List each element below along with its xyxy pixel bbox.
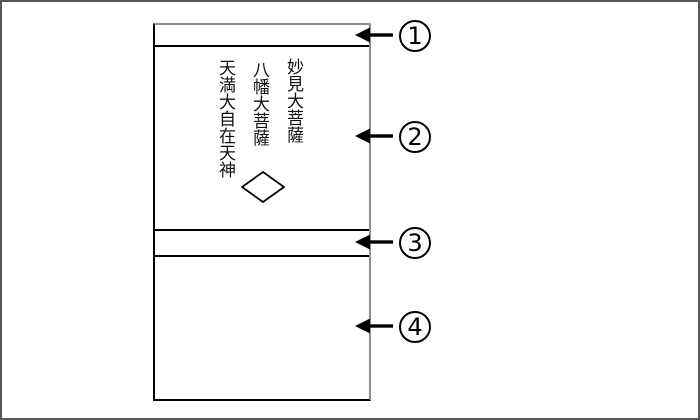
left-arrow-icon (355, 128, 393, 144)
left-arrow-icon (355, 318, 393, 334)
left-arrow-icon (355, 234, 393, 250)
left-arrow-icon (355, 27, 393, 43)
callout-number-4: 4 (399, 311, 431, 343)
callout-number-1: 1 (399, 20, 431, 52)
callout-number-4-label: 4 (407, 313, 423, 341)
callout-number-2: 2 (399, 121, 431, 153)
callout-number-3: 3 (399, 227, 431, 259)
section-divider-2 (155, 229, 369, 231)
callout-number-1-label: 1 (407, 22, 423, 50)
inscription-column-2: 八幡大菩薩 (249, 61, 269, 146)
inscription-column-1: 妙見大菩薩 (283, 58, 303, 143)
section-divider-3 (155, 255, 369, 257)
section-divider-1 (155, 45, 369, 47)
callout-number-2-label: 2 (407, 123, 423, 151)
callout-number-3-label: 3 (407, 229, 423, 257)
inscription-column-3: 天満大自在天神 (215, 59, 235, 178)
scroll-outline (153, 23, 371, 401)
diamond-icon (241, 171, 285, 203)
